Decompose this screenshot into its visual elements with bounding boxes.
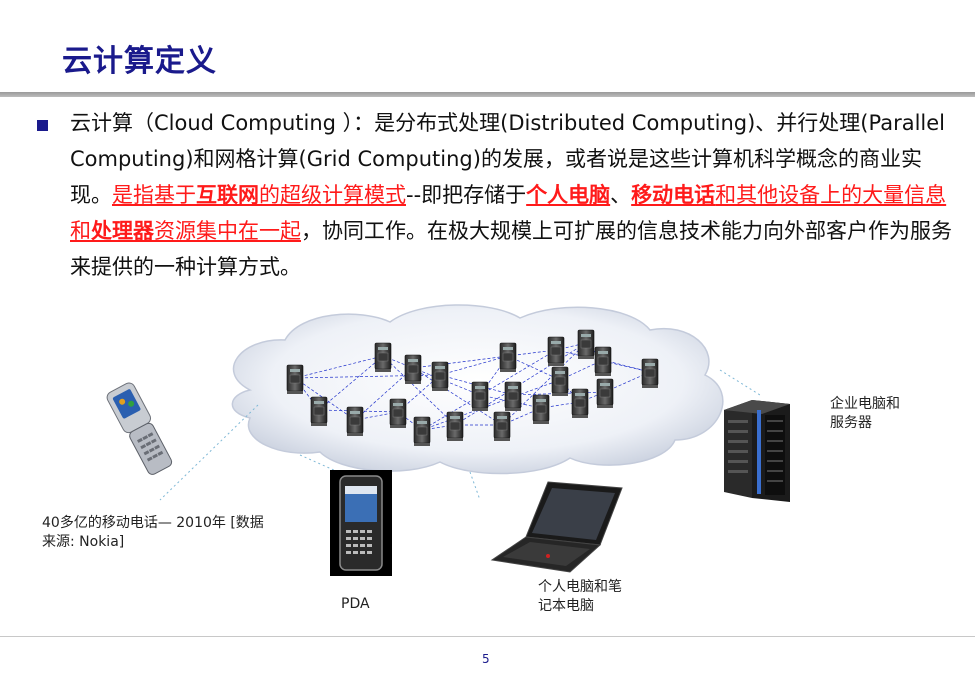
page-title: 云计算定义: [62, 44, 217, 79]
phone-label: 40多亿的移动电话— 2010年 [数据来源: Nokia]: [42, 515, 264, 550]
highlight-text: 和其他设备上的大量信息和: [70, 183, 947, 243]
highlight-text: 资源集中在一起: [154, 219, 301, 243]
laptop-label: 个人电脑和笔记本电脑: [538, 579, 622, 614]
highlight-text: 的超级计算模式: [259, 183, 406, 207]
server-rack-icon: [724, 400, 790, 502]
footer-divider: [0, 636, 975, 637]
pda-icon: [330, 470, 392, 576]
definition-text: 云计算（Cloud Computing ）：是分布式处理(Distributed…: [70, 111, 946, 207]
title-divider: [0, 92, 975, 97]
highlight-text: 是指基于: [112, 183, 196, 207]
mobile-phone-icon: [106, 382, 173, 475]
laptop-icon: [490, 481, 623, 573]
highlight-bold-text: 处理器: [91, 219, 154, 243]
definition-paragraph: 云计算（Cloud Computing ）：是分布式处理(Distributed…: [70, 105, 955, 285]
highlight-bold-text: 个人电脑: [526, 183, 611, 207]
highlight-bold-text: 互联网: [196, 183, 259, 207]
definition-text: 、: [610, 183, 632, 207]
page-number: 5: [482, 652, 490, 666]
definition-text: ，协同工作。在极大规模上可扩展的信息技术能力向外部客户作为服务来提供的一种计算方…: [70, 219, 952, 279]
server-label: 企业电脑和服务器: [830, 396, 900, 431]
highlight-bold-text: 移动电话: [631, 183, 716, 207]
definition-text: --即把存储于: [406, 183, 527, 207]
pda-label: PDA: [341, 596, 370, 612]
bullet-square-icon: [37, 120, 48, 131]
